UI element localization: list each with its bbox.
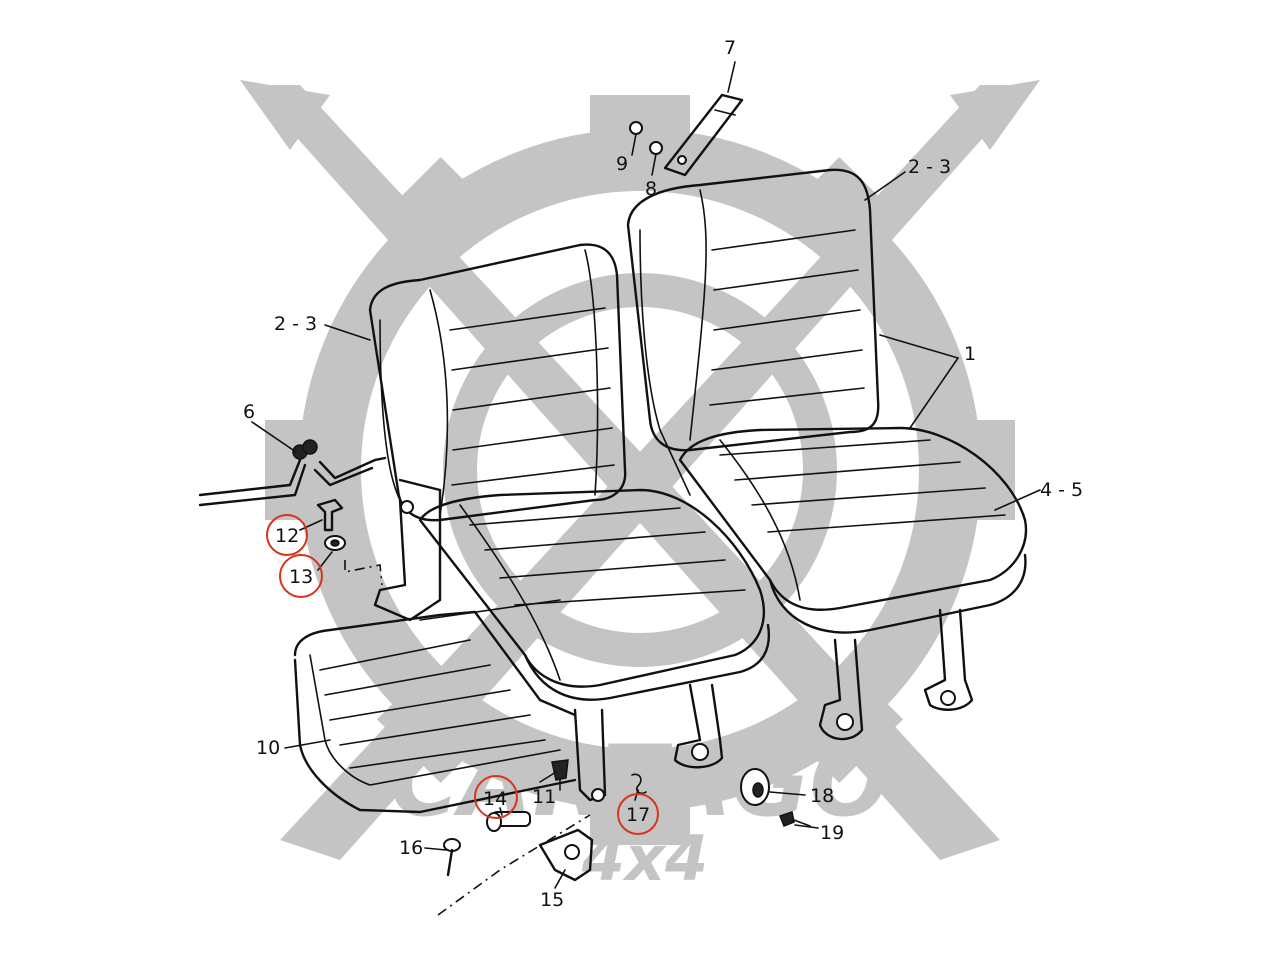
callout-4-5: 4 - 5	[1040, 479, 1083, 501]
callout-7: 7	[724, 37, 736, 59]
callout-labels: 7 9 8 2 - 3 2 - 3 1 6 4 - 5 12 13 10 11 …	[243, 37, 1083, 911]
part-6-rod	[198, 439, 387, 507]
highlight-circle-17	[617, 793, 659, 835]
left-seat-backrest	[368, 243, 627, 522]
part-11	[551, 759, 569, 791]
callout-12: 12	[275, 525, 299, 547]
callout-17: 17	[626, 804, 650, 826]
right-seat-cushion	[678, 426, 1028, 634]
callout-9: 9	[616, 153, 628, 175]
part-16-bolt	[443, 838, 461, 877]
left-seat-cushion	[373, 478, 771, 701]
callout-16: 16	[399, 837, 423, 859]
callout-8: 8	[645, 178, 657, 200]
callout-11: 11	[532, 786, 556, 808]
part-15-hinge	[538, 828, 594, 882]
highlight-circles	[266, 514, 659, 835]
seat-drawing	[198, 61, 1041, 916]
callout-15: 15	[540, 889, 564, 911]
callout-1: 1	[964, 343, 976, 365]
right-seat-legs	[818, 608, 974, 741]
part-17-clip	[631, 773, 647, 795]
callout-2-3-left: 2 - 3	[274, 313, 317, 335]
assembly-line	[437, 814, 591, 916]
leader-lines	[251, 61, 1041, 889]
callout-13: 13	[289, 566, 313, 588]
callout-2-3-right: 2 - 3	[908, 156, 951, 178]
right-seat-backrest	[626, 168, 880, 496]
callout-18: 18	[810, 785, 834, 807]
parts-12-13	[316, 498, 383, 586]
left-seat-legs	[573, 683, 724, 802]
part-7-strap	[663, 93, 744, 177]
highlight-circle-12	[266, 514, 308, 556]
callout-14: 14	[483, 788, 507, 810]
highlight-circle-13	[279, 554, 323, 598]
callout-6: 6	[243, 401, 255, 423]
highlight-circle-14	[474, 775, 518, 819]
part-19-screw	[779, 811, 811, 827]
callout-10: 10	[256, 737, 280, 759]
part-18-bumper	[740, 768, 770, 806]
callout-19: 19	[820, 822, 844, 844]
watermark-suffix: 4x4	[581, 822, 708, 895]
parts-8-9-screws	[629, 121, 663, 176]
